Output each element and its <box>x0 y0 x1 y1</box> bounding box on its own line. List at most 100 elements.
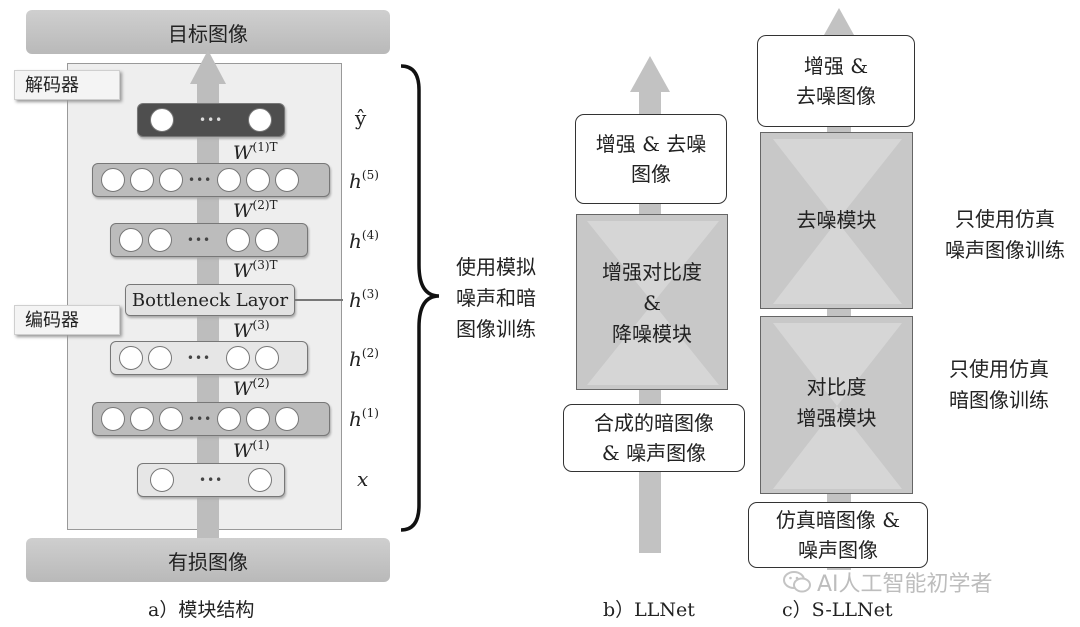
neuron-node <box>150 468 174 492</box>
note-line: 只使用仿真 <box>955 207 1055 231</box>
box-line: 去噪图像 <box>796 84 876 108</box>
decoder-tag: 解码器 <box>14 70 120 100</box>
layer-label-text: h <box>349 288 362 312</box>
neuron-node <box>217 407 241 431</box>
layer-h1: ••• <box>92 402 330 436</box>
layer-label-text: ŷ <box>355 106 367 130</box>
neuron-node <box>226 346 250 370</box>
neuron-node <box>130 168 154 192</box>
neuron-node <box>119 228 143 252</box>
box-line: 仿真暗图像 & <box>775 508 901 532</box>
note-line: 噪声图像训练 <box>945 238 1065 262</box>
ellipsis-dots: ••• <box>199 113 224 127</box>
bottleneck-label: Bottleneck Layor <box>131 289 289 311</box>
neuron-node <box>275 407 299 431</box>
denoise-training-note: 只使用仿真 噪声图像训练 <box>933 204 1077 266</box>
encoder-tag-text: 编码器 <box>25 310 79 331</box>
bottleneck-connector <box>295 299 343 301</box>
weight-symbol: W <box>233 260 253 282</box>
panel-a-training-note: 使用模拟 噪声和暗 图像训练 <box>456 252 536 345</box>
neuron-node <box>159 407 183 431</box>
layer-superscript: (1) <box>361 406 379 420</box>
layer-label-h4: h(4) <box>349 228 379 253</box>
llnet-output-box: 增强 & 去噪 图像 <box>575 114 727 204</box>
llnet-arrow-head <box>630 56 670 92</box>
neuron-node <box>248 468 272 492</box>
layer-superscript: (3) <box>361 287 379 301</box>
layer-label-text: h <box>349 407 362 431</box>
weight-superscript: (1) <box>252 438 270 452</box>
degraded-image-label: 有损图像 <box>168 549 248 574</box>
layer-input: ••• <box>137 463 285 497</box>
weight-superscript: (1)T <box>252 140 278 154</box>
contrast-module-text: 对比度 增强模块 <box>761 372 912 434</box>
ellipsis-dots: ••• <box>188 412 213 426</box>
layer-h2: ••• <box>110 341 308 375</box>
sllnet-output-box: 增强 & 去噪图像 <box>757 35 915 127</box>
layer-label-h3: h(3) <box>349 287 379 312</box>
note-line: 使用模拟 <box>456 255 536 279</box>
layer-output: ••• <box>137 103 285 137</box>
neuron-node <box>275 168 299 192</box>
weight-symbol: W <box>233 142 253 164</box>
wechat-icon <box>783 571 811 593</box>
layer-label-text: x <box>357 467 369 491</box>
weight-symbol: W <box>233 200 253 222</box>
weight-label-4: W(3) <box>233 318 270 342</box>
panel-c: 增强 & 去噪图像 去噪模块 对比度 增强模块 仿真暗图像 & 噪声图像 c）S… <box>740 0 940 627</box>
weight-superscript: (3)T <box>252 258 278 272</box>
contrast-training-note: 只使用仿真 暗图像训练 <box>933 354 1065 416</box>
weight-superscript: (3) <box>252 318 270 332</box>
module-line: 增强对比度 <box>602 260 702 284</box>
ellipsis-dots: ••• <box>199 473 224 487</box>
caption-b: b）LLNet <box>603 595 695 622</box>
note-line: 只使用仿真 <box>949 357 1049 381</box>
target-image-label: 目标图像 <box>168 21 248 46</box>
layer-label-text: h <box>349 169 362 193</box>
box-line: 合成的暗图像 <box>594 411 714 435</box>
neuron-node <box>255 228 279 252</box>
layer-label-output: ŷ <box>355 106 366 130</box>
ellipsis-dots: ••• <box>186 233 212 247</box>
neuron-node <box>148 346 172 370</box>
weight-label-3: W(3)T <box>233 258 278 282</box>
ellipsis-dots: ••• <box>186 351 212 365</box>
neuron-node <box>217 168 241 192</box>
llnet-module: 增强对比度 & 降噪模块 <box>576 214 728 390</box>
module-line: 增强模块 <box>796 406 877 430</box>
ellipsis-dots: ••• <box>188 173 213 187</box>
box-line: 增强 & <box>803 54 869 78</box>
layer-label-text: h <box>349 229 362 253</box>
watermark-text: AI人工智能初学者 <box>817 572 993 597</box>
weight-label-6: W(1) <box>233 438 270 462</box>
panel-b: 增强 & 去噪 图像 增强对比度 & 降噪模块 合成的暗图像 & 噪声图像 b）… <box>555 0 755 627</box>
box-line: 图像 <box>631 162 671 186</box>
neuron-node <box>119 346 143 370</box>
module-hourglass-shape <box>587 221 719 385</box>
caption-a: a）模块结构 <box>148 595 254 622</box>
degraded-image-bar: 有损图像 <box>26 538 390 582</box>
neuron-node <box>226 228 250 252</box>
layer-label-text: h <box>349 347 362 371</box>
neuron-node <box>101 168 125 192</box>
network-arrow-head <box>190 50 226 84</box>
neuron-node <box>150 108 174 132</box>
neuron-node <box>246 407 270 431</box>
layer-h5: ••• <box>92 163 330 197</box>
neuron-node <box>148 228 172 252</box>
module-line: 去噪模块 <box>796 208 877 232</box>
weight-symbol: W <box>233 378 253 400</box>
curly-brace <box>400 64 440 532</box>
bottleneck-layer: Bottleneck Layor <box>125 284 295 316</box>
sllnet-input-box: 仿真暗图像 & 噪声图像 <box>748 502 928 568</box>
caption-a-text: a）模块结构 <box>148 599 255 621</box>
neuron-node <box>255 346 279 370</box>
panel-a: 目标图像 解码器 编码器 ••• ŷ W(1)T ••• h(5) W(2)T … <box>0 0 440 627</box>
watermark: AI人工智能初学者 <box>783 566 993 598</box>
neuron-node <box>246 168 270 192</box>
layer-superscript: (4) <box>361 228 379 242</box>
contrast-module: 对比度 增强模块 <box>760 316 913 494</box>
layer-h4: ••• <box>110 223 308 257</box>
target-image-bar: 目标图像 <box>26 10 390 54</box>
neuron-node <box>101 407 125 431</box>
